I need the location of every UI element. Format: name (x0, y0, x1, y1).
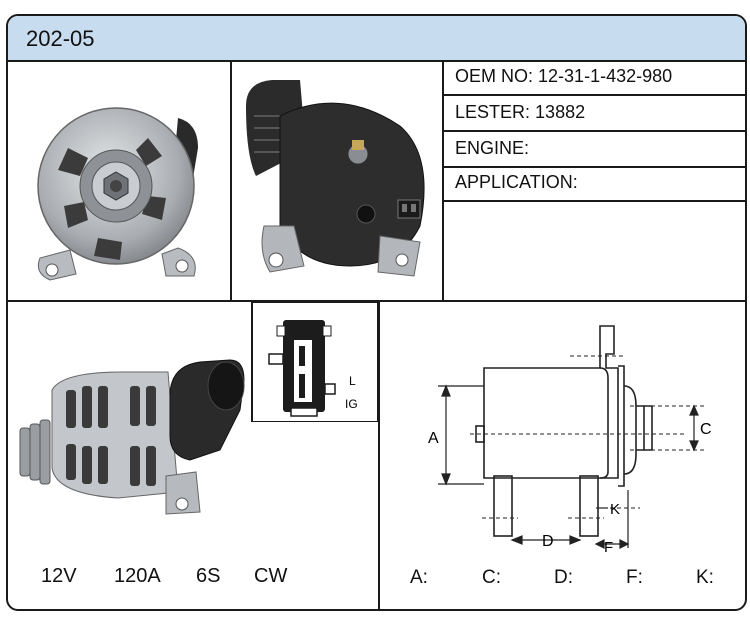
divider-v2 (442, 60, 444, 300)
spec-rotation: CW (254, 565, 288, 587)
spec-voltage: 12V (41, 565, 77, 587)
dim-f: F: (626, 567, 643, 588)
part-code: 202-05 (26, 26, 95, 51)
spec-oem: OEM NO: 12-31-1-432-980 (455, 66, 673, 86)
spec-pulley: 6S (196, 565, 221, 587)
divider-v1 (230, 60, 232, 300)
spec-lester: LESTER: 13882 (455, 102, 586, 122)
alternator-front-photo (37, 107, 198, 281)
product-sheet: 202-05 OEM NO: 12-31-1-432-980 LESTER: 1… (6, 14, 747, 611)
connector-plug (268, 320, 336, 417)
dim-c: C: (482, 567, 501, 588)
dim-label-d: D (542, 533, 554, 550)
connector-diagram: L IG (251, 302, 379, 422)
dim-k: K: (696, 567, 714, 588)
divider-v3 (378, 302, 380, 609)
dim-label-f: F (604, 539, 613, 556)
dim-d: D: (554, 567, 573, 588)
dim-label-k: K (610, 501, 620, 518)
pin-label-l: L (349, 374, 356, 388)
spec-engine: ENGINE: (455, 138, 530, 158)
dim-label-a: A (428, 430, 439, 447)
dim-label-c: C (700, 421, 712, 438)
dim-a: A: (410, 567, 428, 588)
spec-application: APPLICATION: (455, 172, 578, 192)
alternator-rear-photo (246, 80, 425, 277)
alternator-side-photo (19, 359, 245, 515)
header-bar: 202-05 (8, 16, 745, 62)
pin-label-ig: IG (345, 397, 358, 411)
spec-current: 120A (114, 565, 161, 587)
dimension-drawing: A C D F K (428, 325, 712, 556)
divider-mid (8, 300, 745, 302)
